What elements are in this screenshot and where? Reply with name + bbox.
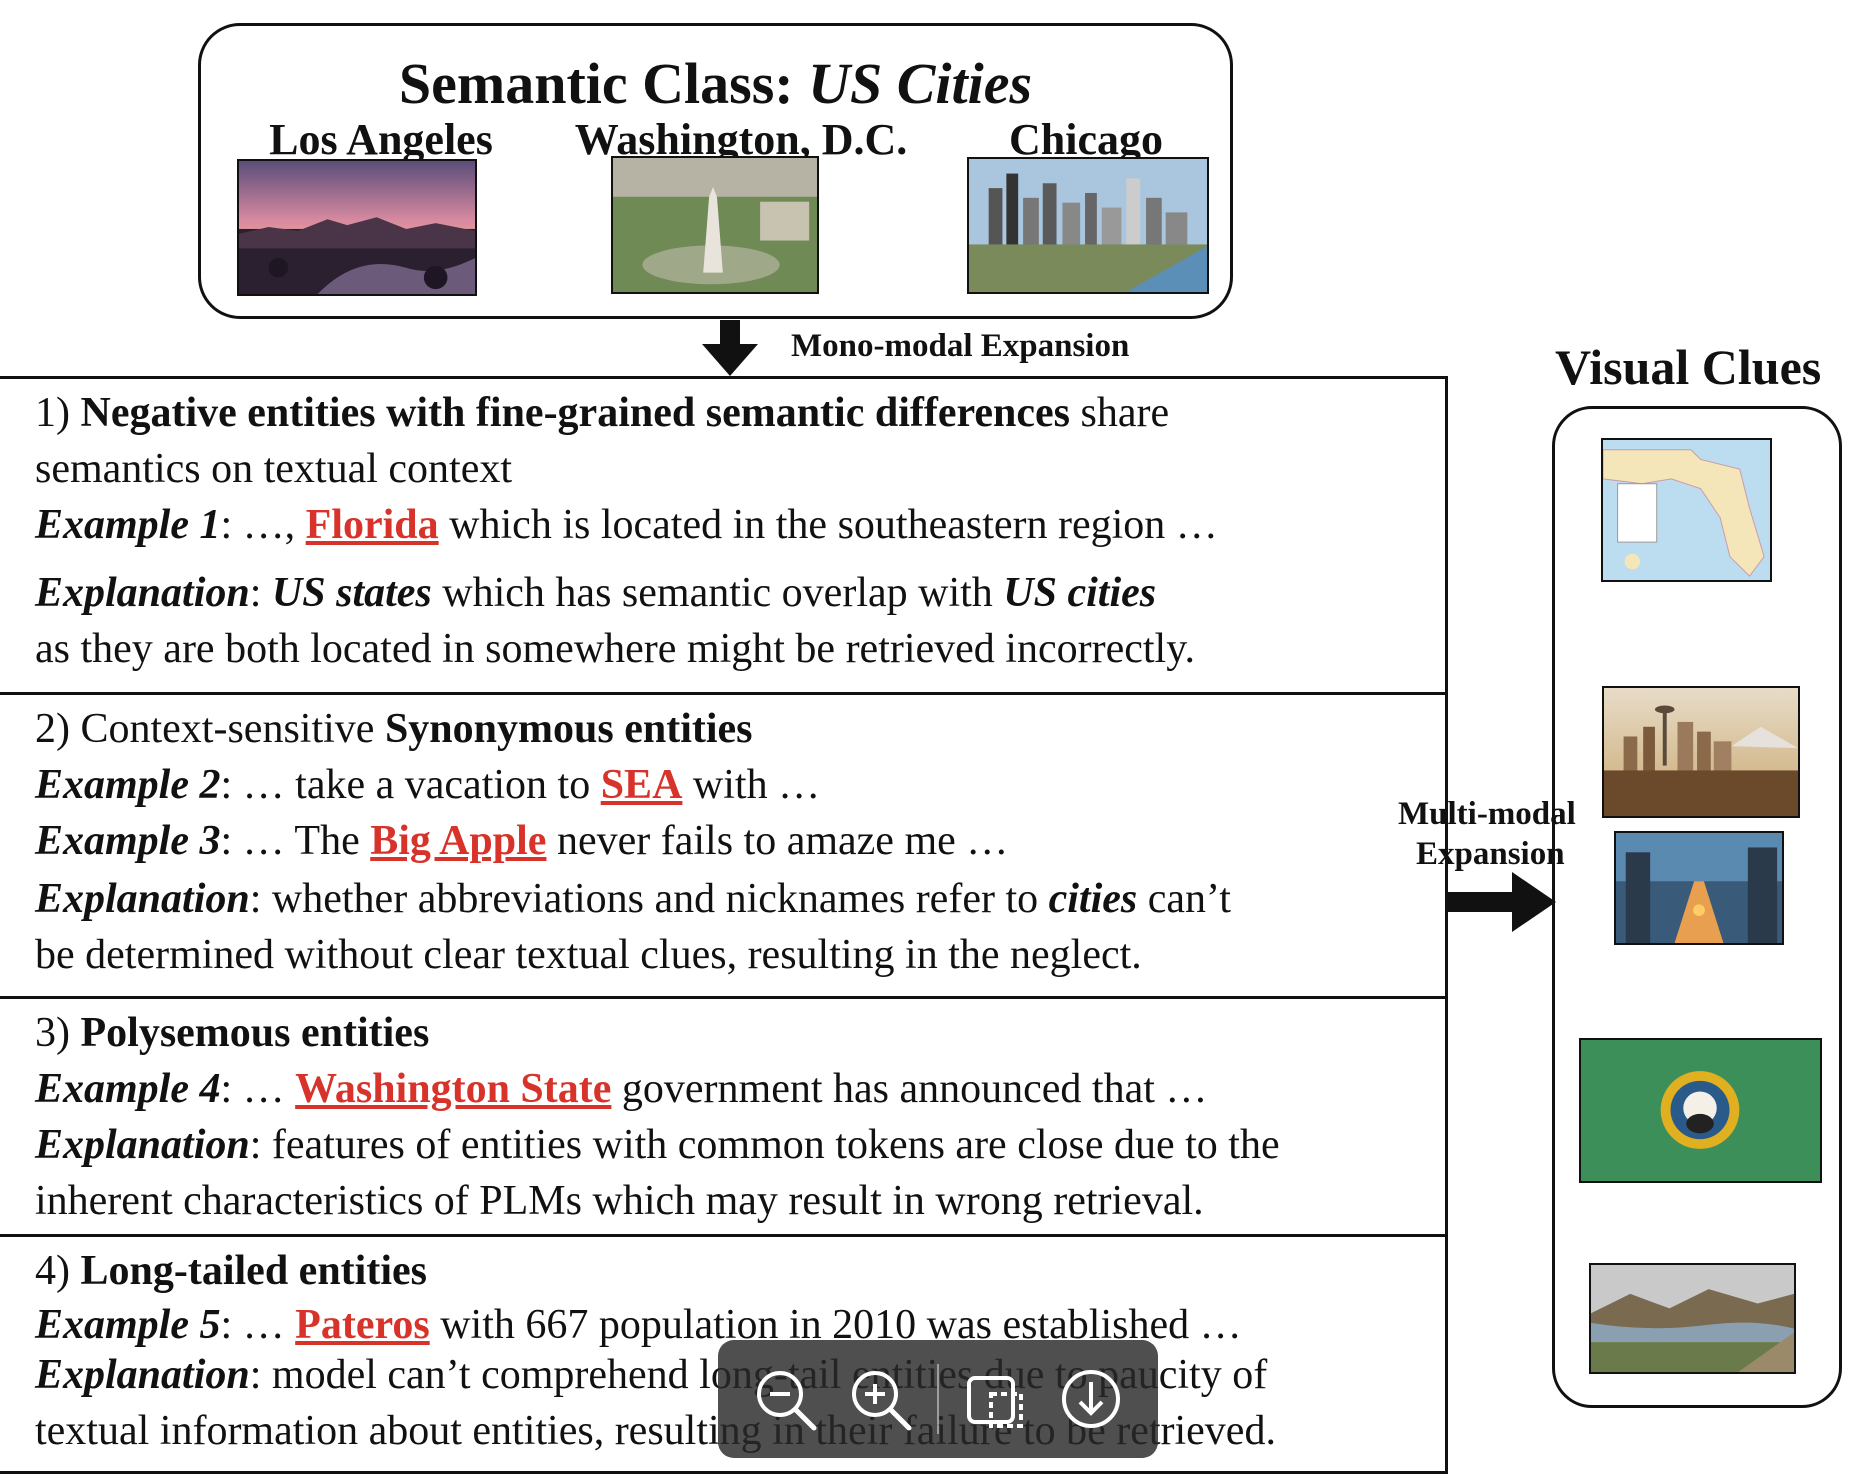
s3-line-1: 3) Polysemous entities [35,1010,430,1056]
s2-line-4: Explanation: whether abbreviations and n… [35,876,1231,922]
s3-line-2: Example 4: … Washington State government… [35,1066,1208,1112]
s1-line-4: Explanation: US states which has semanti… [35,570,1157,616]
s3-line-3: Explanation: features of entities with c… [35,1122,1280,1168]
section-polysemous-entities: 3) Polysemous entities Example 4: … Wash… [0,999,1445,1237]
entity-sea: SEA [600,762,683,808]
right-arrow-icon [1446,872,1556,932]
entity-big-apple: Big Apple [370,818,547,864]
zoom-in-button[interactable] [842,1361,918,1437]
title-prefix: Semantic Class: [398,51,809,116]
s2-line-2: Example 2: … take a vacation to SEA with… [35,762,821,808]
multi-modal-label-1: Multi-modal [1398,796,1576,832]
s1-line-3: Example 1: …, Florida which is located i… [35,502,1218,548]
semantic-class-title: Semantic Class: US Cities [201,50,1230,117]
s2-line-3: Example 3: … The Big Apple never fails t… [35,818,1009,864]
toolbar-divider [936,1364,939,1434]
multi-modal-label-2: Expansion [1416,836,1565,872]
visual-clues-title: Visual Clues [1555,339,1822,395]
crop-icon [966,1376,1023,1428]
mono-modal-label: Mono-modal Expansion [791,328,1130,364]
s1-line-1: 1) Negative entities with fine-grained s… [35,390,1170,436]
seattle-skyline-image [1602,686,1800,818]
washington-state-flag-image [1579,1038,1822,1183]
zoom-out-icon [757,1371,817,1431]
s4-line-1: 4) Long-tailed entities [35,1248,427,1294]
download-icon [1061,1370,1120,1428]
title-class: US Cities [808,51,1033,116]
los-angeles-photo [237,159,477,296]
new-york-street-image [1614,831,1784,945]
chicago-photo [967,157,1209,294]
section-negative-entities: 1) Negative entities with fine-grained s… [0,379,1445,695]
entity-types-box: 1) Negative entities with fine-grained s… [0,376,1448,1474]
entity-florida: Florida [305,502,439,548]
viewer-toolbar [718,1340,1158,1458]
washington-dc-photo [611,156,819,294]
zoom-out-button[interactable] [747,1361,823,1437]
entity-washington-state: Washington State [295,1066,612,1112]
download-button[interactable] [1053,1361,1129,1437]
s2-line-1: 2) Context-sensitive Synonymous entities [35,706,753,752]
section-synonymous-entities: 2) Context-sensitive Synonymous entities… [0,695,1445,999]
pateros-landscape-image [1589,1263,1796,1374]
semantic-class-box: Semantic Class: US Cities Los Angeles Wa… [198,23,1233,319]
city-label-washington: Washington, D.C. [574,115,908,164]
zoom-in-icon [852,1371,912,1431]
florida-map-image [1601,438,1772,582]
entity-pateros: Pateros [295,1302,430,1348]
s3-line-4: inherent characteristics of PLMs which m… [35,1178,1204,1224]
city-label-chicago: Chicago [1009,115,1163,164]
visual-clues-box [1552,406,1842,1408]
city-label-los-angeles: Los Angeles [269,115,493,164]
s1-line-2: semantics on textual context [35,446,513,492]
s1-line-5: as they are both located in somewhere mi… [35,626,1195,672]
s2-line-5: be determined without clear textual clue… [35,932,1142,978]
down-arrow-icon [702,320,758,376]
crop-button[interactable] [958,1361,1034,1437]
